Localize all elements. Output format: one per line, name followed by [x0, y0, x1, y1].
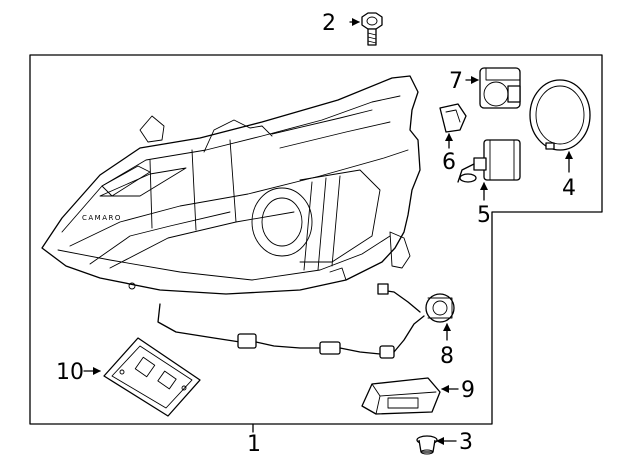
callout-6: 6 [442, 150, 456, 175]
callout-4: 4 [562, 176, 576, 201]
bolt[interactable] [361, 12, 383, 46]
emblem-text: CAMARO [82, 214, 122, 222]
hid-ballast[interactable] [361, 377, 441, 415]
callout-1: 1 [247, 432, 261, 457]
callout-5: 5 [477, 203, 491, 228]
bulb-cap[interactable] [529, 79, 591, 151]
clip-nut[interactable] [416, 435, 438, 455]
side-marker-bulb[interactable] [439, 103, 467, 133]
callout-3: 3 [459, 430, 473, 455]
control-module[interactable] [103, 337, 201, 417]
callout-labels: 1 2 3 4 5 6 7 8 9 10 [56, 11, 576, 457]
wiring-harness[interactable] [157, 283, 455, 359]
assembly-boundary [29, 54, 603, 425]
callout-7: 7 [449, 69, 463, 94]
hid-bulb[interactable] [457, 139, 521, 183]
callout-8: 8 [440, 344, 454, 369]
callout-10: 10 [56, 360, 84, 385]
bulb-socket[interactable] [479, 67, 521, 109]
callout-9: 9 [461, 378, 475, 403]
headlamp-assembly[interactable]: CAMARO [41, 75, 421, 295]
callout-2: 2 [322, 11, 336, 36]
leader-lines [83, 18, 573, 445]
